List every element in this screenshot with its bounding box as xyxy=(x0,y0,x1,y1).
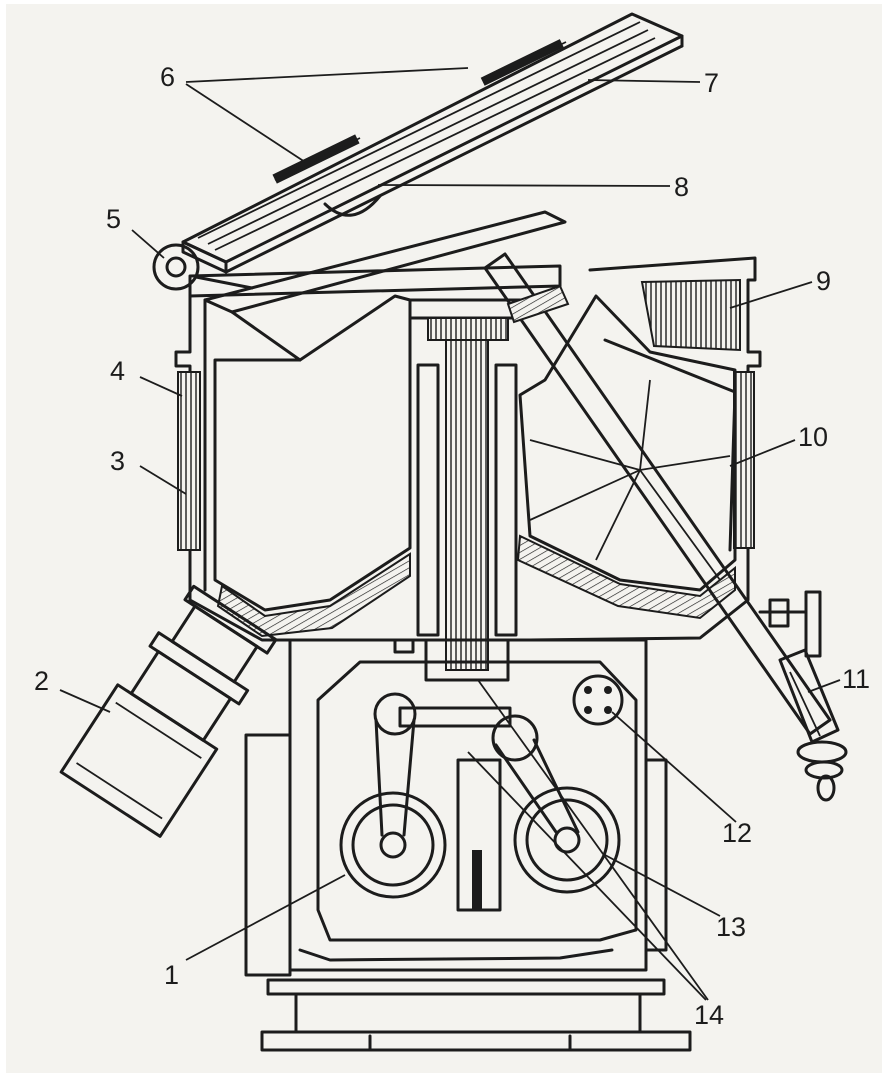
diagonal-stirrer xyxy=(483,252,848,802)
callout-6: 6 xyxy=(160,62,175,92)
callout-2: 2 xyxy=(34,666,49,696)
lid xyxy=(181,12,684,274)
callout-7: 7 xyxy=(704,68,719,98)
leader-lines xyxy=(59,67,841,1001)
hinge xyxy=(152,243,254,291)
lower-base xyxy=(244,638,692,1052)
callout-3: 3 xyxy=(110,446,125,476)
central-shaft xyxy=(393,298,522,682)
callout-8: 8 xyxy=(674,172,689,202)
callout-9: 9 xyxy=(816,266,831,296)
callout-14: 14 xyxy=(694,1000,724,1030)
nozzle xyxy=(59,584,278,838)
callout-10: 10 xyxy=(798,422,828,452)
callout-13: 13 xyxy=(716,912,746,942)
callout-4: 4 xyxy=(110,356,125,386)
callout-1: 1 xyxy=(164,960,179,990)
callout-5: 5 xyxy=(106,204,121,234)
callout-12: 12 xyxy=(722,818,752,848)
callout-labels: 6 7 8 5 9 4 10 3 2 11 12 13 1 14 xyxy=(34,62,870,1030)
upper-housing xyxy=(174,210,762,642)
callout-11: 11 xyxy=(842,664,870,694)
